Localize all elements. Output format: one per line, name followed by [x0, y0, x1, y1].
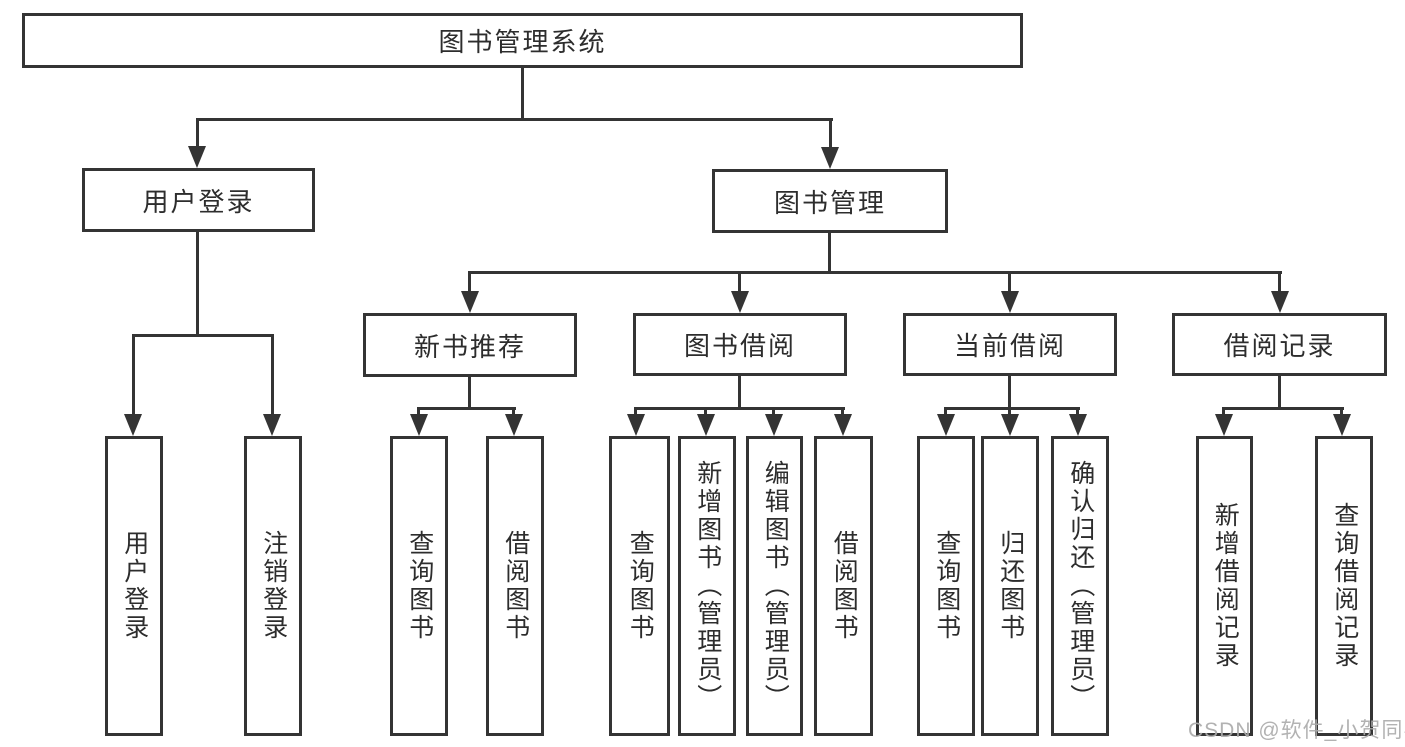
connector-new-book-stem [468, 377, 471, 409]
arrowhead-to-borrowing-records [1271, 291, 1289, 313]
connector-root-left-shaft [196, 118, 199, 148]
leaf-edit-books-admin-label: 编辑图书（管理员） [761, 460, 790, 712]
arrowhead-to-leaf-user-login [124, 414, 142, 436]
arrowhead-to-leaf-add-books [697, 414, 715, 436]
node-new-book-recommend: 新书推荐 [363, 313, 577, 377]
node-new-book-recommend-label: 新书推荐 [413, 331, 526, 362]
arrowhead-to-leaf-borrow-books-recommend [505, 414, 523, 436]
arrowhead-to-leaf-query-borrow-record [1333, 414, 1351, 436]
arrowhead-to-leaf-logout [263, 414, 281, 436]
connector-borrowing-split [634, 407, 845, 410]
arrowhead-to-leaf-confirm-return [1069, 414, 1087, 436]
leaf-confirm-return-admin: 确认归还（管理员） [1051, 436, 1109, 736]
arrowhead-to-leaf-query-books-borrowing [627, 414, 645, 436]
connector-borrowing-shaft-3 [772, 407, 775, 416]
node-book-borrowing: 图书借阅 [633, 313, 847, 376]
connector-book-mgmt-split [468, 271, 1282, 274]
node-current-borrowing: 当前借阅 [903, 313, 1117, 376]
connector-new-book-shaft-2 [512, 407, 515, 416]
connector-borrowing-shaft-2 [704, 407, 707, 416]
leaf-query-borrow-record-label: 查询借阅记录 [1330, 502, 1359, 670]
leaf-return-books-label: 归还图书 [996, 530, 1025, 642]
connector-root-stem [521, 68, 524, 120]
leaf-add-books-admin: 新增图书（管理员） [678, 436, 736, 736]
node-book-management: 图书管理 [712, 169, 948, 233]
arrowhead-to-leaf-query-books-current [937, 414, 955, 436]
connector-borrowing-stem [738, 376, 741, 409]
node-borrowing-records: 借阅记录 [1172, 313, 1387, 376]
connector-new-book-shaft-1 [417, 407, 420, 416]
leaf-query-books-recommend-label: 查询图书 [405, 530, 434, 642]
leaf-add-borrow-record-label: 新增借阅记录 [1211, 502, 1240, 670]
leaf-query-books-borrowing-label: 查询图书 [626, 530, 655, 642]
node-root-label: 图书管理系统 [438, 27, 607, 57]
node-current-borrowing-label: 当前借阅 [953, 331, 1066, 361]
connector-records-shaft-2 [1340, 407, 1343, 416]
connector-records-split [1222, 407, 1344, 410]
arrowhead-to-new-book-recommend [461, 291, 479, 313]
connector-book-mgmt-shaft-3 [1008, 271, 1011, 293]
connector-book-mgmt-shaft-4 [1278, 271, 1281, 293]
node-book-borrowing-label: 图书借阅 [683, 331, 796, 361]
connector-book-mgmt-shaft-1 [468, 271, 471, 293]
leaf-return-books: 归还图书 [981, 436, 1039, 736]
leaf-query-books-recommend: 查询图书 [390, 436, 448, 736]
leaf-query-books-current: 查询图书 [917, 436, 975, 736]
leaf-add-books-admin-label: 新增图书（管理员） [693, 460, 722, 712]
leaf-borrow-books-borrowing-label: 借阅图书 [830, 530, 859, 642]
node-user-login-label: 用户登录 [142, 186, 255, 217]
leaf-query-books-current-label: 查询图书 [932, 530, 961, 642]
node-book-management-label: 图书管理 [773, 187, 886, 218]
connector-current-shaft-1 [944, 407, 947, 416]
connector-root-split [196, 118, 833, 121]
connector-user-login-shaft-1 [132, 334, 135, 416]
connector-user-login-split [132, 334, 274, 337]
leaf-query-books-borrowing: 查询图书 [609, 436, 670, 736]
connector-user-login-shaft-2 [271, 334, 274, 416]
arrowhead-to-user-login [188, 146, 206, 168]
arrowhead-to-current-borrowing [1001, 291, 1019, 313]
leaf-logout: 注销登录 [244, 436, 302, 736]
connector-records-stem [1278, 376, 1281, 409]
leaf-borrow-books-recommend-label: 借阅图书 [501, 530, 530, 642]
node-borrowing-records-label: 借阅记录 [1223, 331, 1336, 361]
leaf-confirm-return-admin-label: 确认归还（管理员） [1066, 460, 1095, 712]
leaf-borrow-books-borrowing: 借阅图书 [814, 436, 873, 736]
connector-borrowing-shaft-4 [841, 407, 844, 416]
connector-root-right-shaft [829, 118, 832, 148]
arrowhead-to-leaf-query-books-recommend [410, 414, 428, 436]
connector-book-mgmt-stem [828, 233, 831, 273]
csdn-watermark: CSDN @软件_小贺同学 [1188, 719, 1405, 742]
leaf-user-login-label: 用户登录 [120, 530, 149, 642]
connector-records-shaft-1 [1222, 407, 1225, 416]
node-root: 图书管理系统 [22, 13, 1023, 68]
arrowhead-to-leaf-return-books [1001, 414, 1019, 436]
connector-current-shaft-2 [1008, 407, 1011, 416]
arrowhead-to-leaf-add-borrow-record [1215, 414, 1233, 436]
leaf-add-borrow-record: 新增借阅记录 [1196, 436, 1253, 736]
leaf-edit-books-admin: 编辑图书（管理员） [746, 436, 803, 736]
connector-new-book-split [417, 407, 516, 410]
connector-current-shaft-3 [1076, 407, 1079, 416]
arrowhead-to-leaf-borrow-books-borrowing [834, 414, 852, 436]
leaf-borrow-books-recommend: 借阅图书 [486, 436, 544, 736]
connector-current-stem [1008, 376, 1011, 409]
leaf-query-borrow-record: 查询借阅记录 [1315, 436, 1373, 736]
node-user-login: 用户登录 [82, 168, 315, 232]
arrowhead-to-leaf-edit-books [765, 414, 783, 436]
connector-user-login-stem [196, 232, 199, 335]
leaf-user-login: 用户登录 [105, 436, 163, 736]
arrowhead-to-book-borrowing [731, 291, 749, 313]
connector-current-split [944, 407, 1080, 410]
connector-borrowing-shaft-1 [634, 407, 637, 416]
connector-book-mgmt-shaft-2 [738, 271, 741, 293]
arrowhead-to-book-management [821, 147, 839, 169]
leaf-logout-label: 注销登录 [259, 530, 288, 642]
